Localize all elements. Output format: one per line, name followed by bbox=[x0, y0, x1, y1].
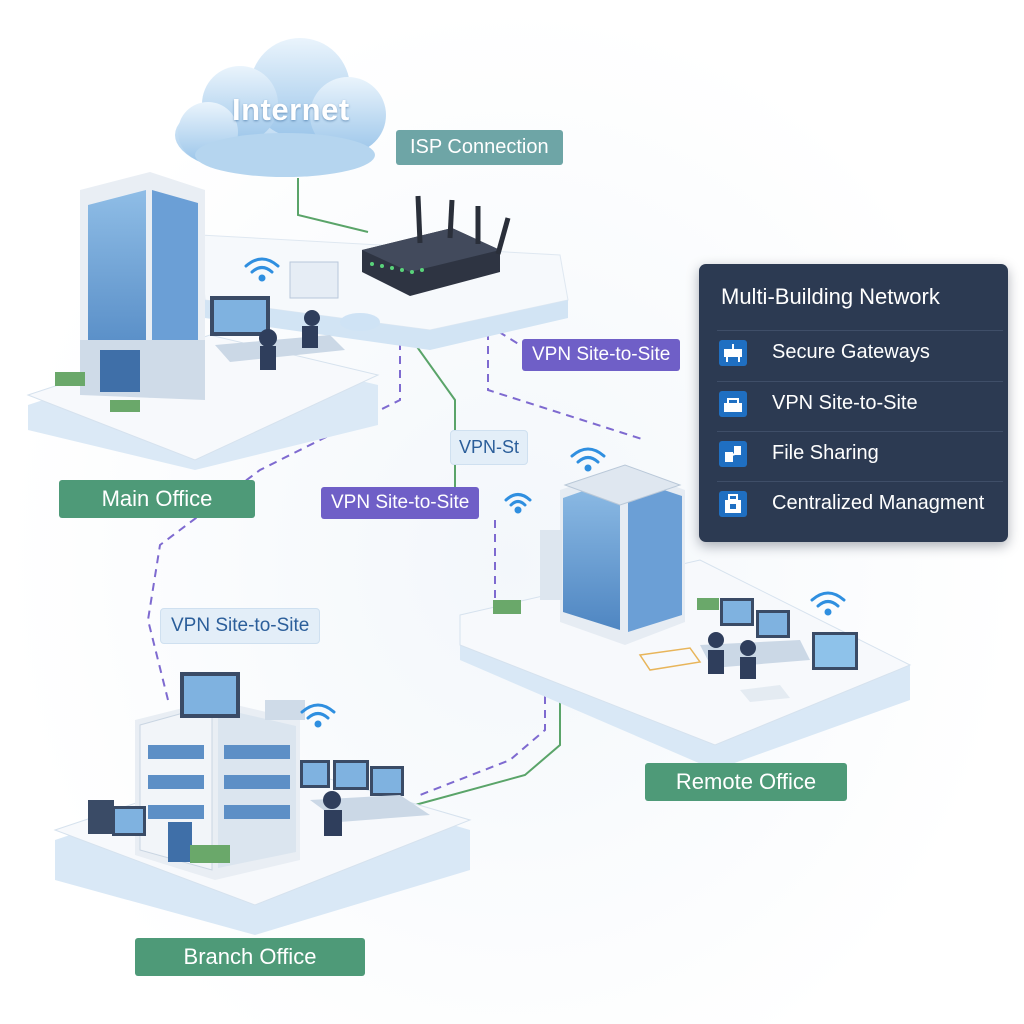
wifi-icon bbox=[300, 703, 336, 728]
gateway-icon bbox=[719, 340, 747, 366]
network-features-panel: Multi-Building Network Secure Gateways V… bbox=[699, 264, 1008, 542]
panel-item-secure-gateways: Secure Gateways bbox=[717, 330, 1003, 375]
panel-item-label: Centralized Managment bbox=[772, 492, 985, 514]
main-office-label: Main Office bbox=[59, 480, 255, 518]
remote-office-label: Remote Office bbox=[645, 763, 847, 801]
internet-cloud bbox=[175, 38, 386, 177]
wifi-icon bbox=[244, 257, 280, 282]
wifi-icon bbox=[504, 493, 532, 514]
remote-office-workstation bbox=[638, 598, 858, 702]
branch-office-workstation bbox=[88, 760, 430, 836]
isp-connection-label: ISP Connection bbox=[396, 130, 563, 165]
file-sharing-icon bbox=[719, 441, 747, 467]
wifi-icon bbox=[570, 447, 606, 472]
panel-item-label: VPN Site-to-Site bbox=[772, 392, 918, 414]
vpn-label-middle: VPN Site-to-Site bbox=[321, 487, 480, 519]
panel-item-label: Secure Gateways bbox=[772, 341, 930, 363]
panel-item-vpn: VPN Site-to-Site bbox=[717, 381, 1003, 426]
wifi-icon bbox=[810, 591, 846, 616]
vpn-label-left: VPN Site-to-Site bbox=[160, 608, 321, 644]
management-icon bbox=[719, 491, 747, 517]
panel-title: Multi-Building Network bbox=[721, 284, 940, 309]
vpn-label-small: VPN-St bbox=[450, 430, 529, 465]
vpn-icon bbox=[719, 391, 747, 417]
isp-link bbox=[297, 178, 369, 233]
panel-item-file-sharing: File Sharing bbox=[717, 431, 1003, 476]
remote-office-tower bbox=[493, 464, 719, 645]
panel-item-label: File Sharing bbox=[772, 442, 879, 464]
branch-office-label: Branch Office bbox=[135, 938, 365, 976]
internet-label: Internet bbox=[232, 92, 350, 127]
main-office-workstation bbox=[210, 261, 380, 370]
router-device bbox=[362, 195, 511, 296]
branch-office-building bbox=[135, 672, 305, 880]
vpn-label-right: VPN Site-to-Site bbox=[522, 339, 681, 371]
main-office-tower bbox=[55, 172, 205, 412]
panel-item-centralized-management: Centralized Managment bbox=[717, 481, 1003, 526]
